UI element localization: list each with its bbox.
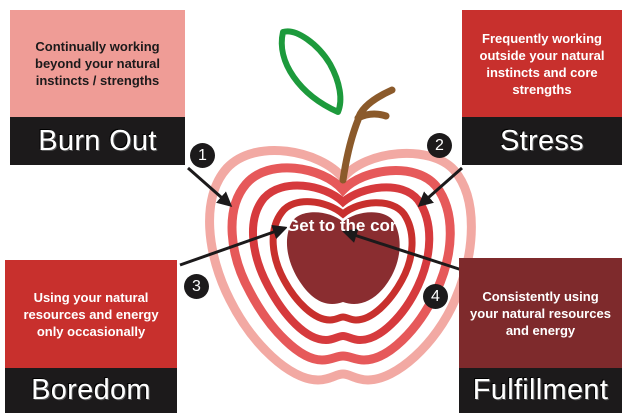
arrow-4 <box>342 228 463 272</box>
badge-4: 4 <box>423 284 448 309</box>
arrow-1 <box>187 166 233 207</box>
apple-outer-ring <box>205 145 476 385</box>
stress-label: Stress <box>462 117 622 165</box>
core-text: Get to the core <box>286 216 406 235</box>
arrow-2 <box>417 166 463 207</box>
stress-description: Frequently working outside your natural … <box>462 10 622 117</box>
boredom-description: Using your natural resources and energy … <box>5 260 177 368</box>
stem-icon <box>339 86 396 184</box>
apple-core <box>286 212 400 304</box>
boredom-label: Boredom <box>5 368 177 413</box>
apple-ring-2 <box>227 163 455 365</box>
arrow-3 <box>179 224 288 267</box>
badge-3: 3 <box>184 274 209 299</box>
burnout-description: Continually working beyond your natural … <box>10 10 185 117</box>
leaf-icon <box>278 28 344 115</box>
badge-1: 1 <box>190 143 215 168</box>
burnout-label: Burn Out <box>10 117 185 165</box>
badge-2: 2 <box>427 133 452 158</box>
apple-ring-3 <box>249 181 434 345</box>
fulfillment-label: Fulfillment <box>459 368 622 413</box>
fulfillment-description: Consistently using your natural resource… <box>459 258 622 368</box>
